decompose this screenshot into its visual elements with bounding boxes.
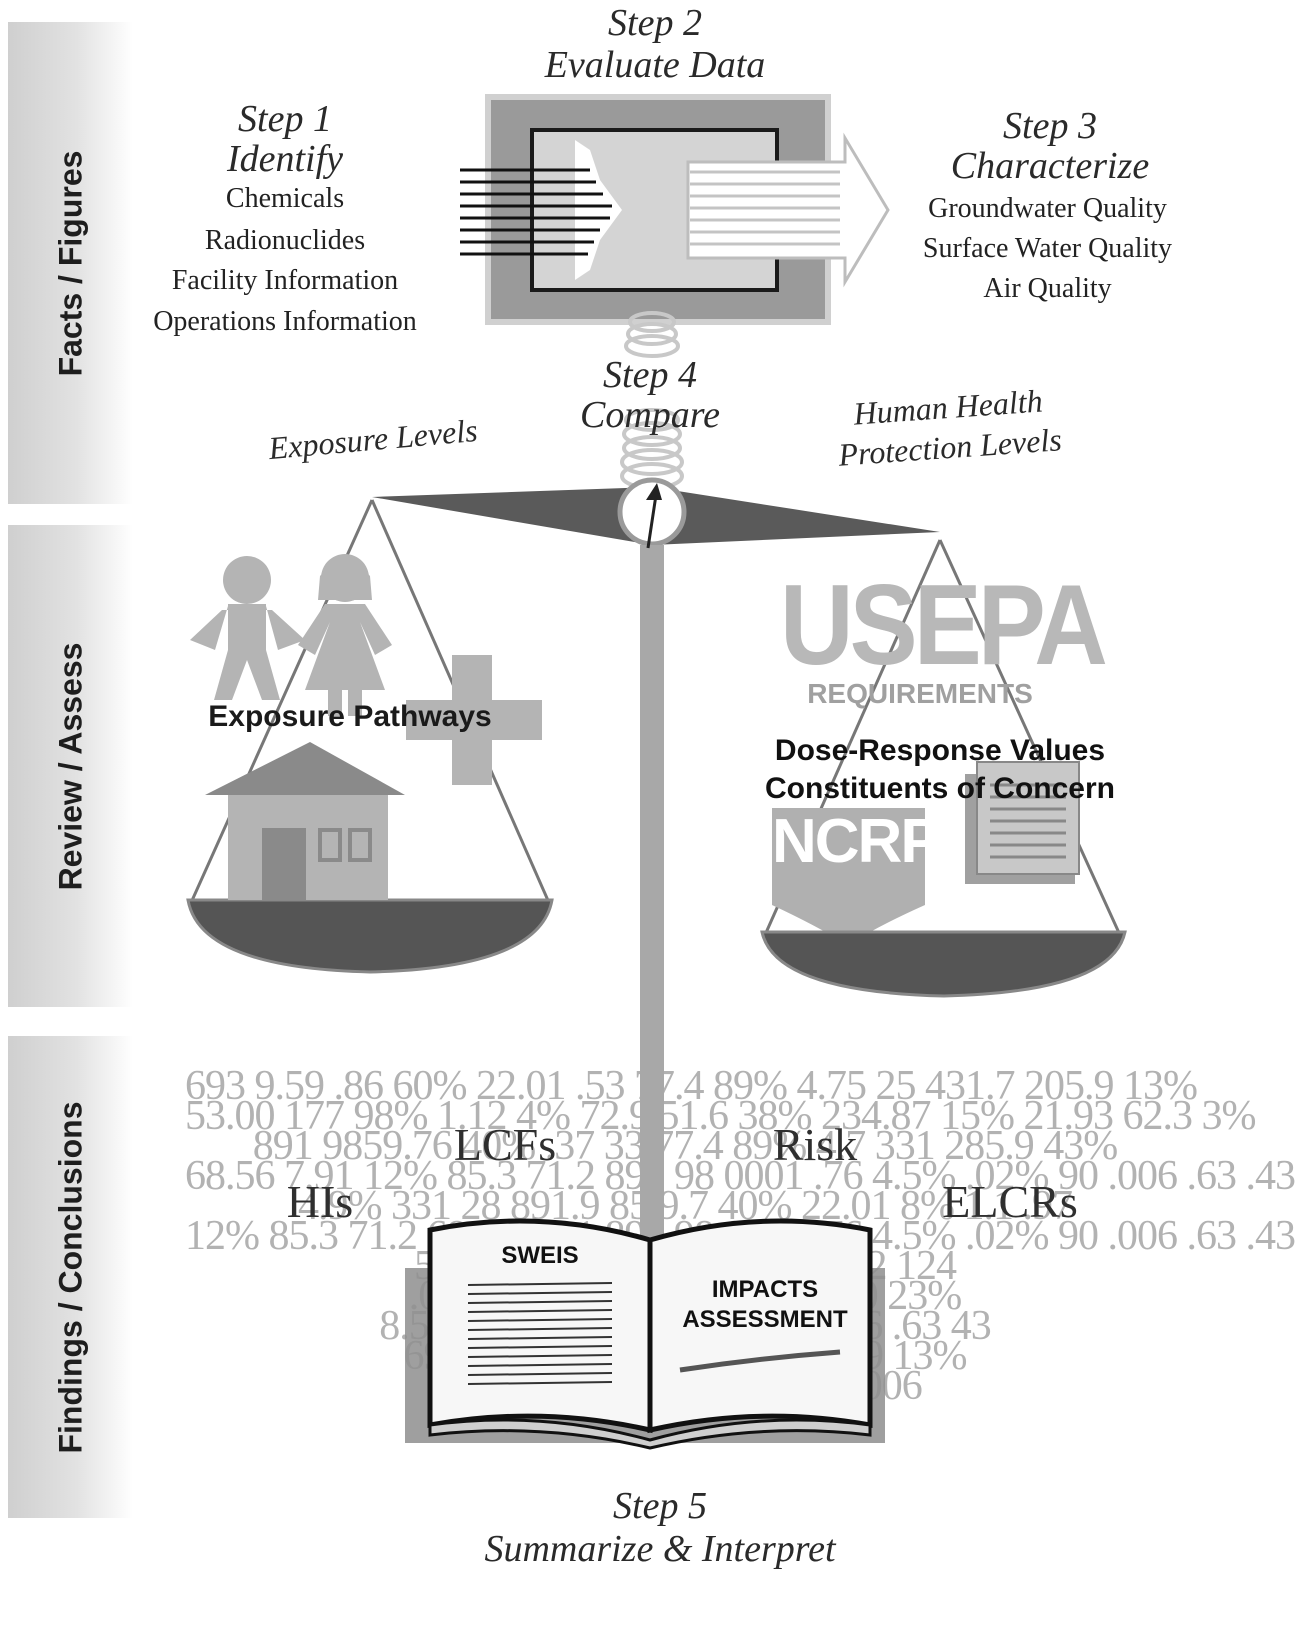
exposure-pathways-label: Exposure Pathways <box>208 700 492 733</box>
book-right-title-line2: ASSESSMENT <box>682 1306 848 1333</box>
book-right-title-line1: IMPACTS <box>711 1276 819 1303</box>
band-review-assess: Review / Assess <box>8 525 133 1007</box>
elcrs-label: ELCRs <box>942 1176 1078 1227</box>
step1-subtitle: Identify <box>226 138 344 180</box>
number-row: 53.00 177 98% 1.12 4% 72.9 51.6 38% 234.… <box>185 1093 1256 1139</box>
number-row: 693 9.59 .86 60% 22.01 .53 77.4 89% 4.75… <box>185 1063 1198 1109</box>
number-row: 68.56 7.91 12% 85.3 71.2 891 98 0001 .76… <box>185 1153 1295 1199</box>
step5-title: Step 5 <box>613 1485 707 1527</box>
house-icon <box>205 742 405 900</box>
diagram-graphics <box>186 94 1127 1450</box>
step1-title: Step 1 <box>238 98 332 140</box>
pointer-needle <box>646 494 658 549</box>
step3-item: Air Quality <box>983 273 1112 304</box>
children-figures <box>190 554 392 716</box>
step1-item: Chemicals <box>225 183 345 214</box>
coil-connector <box>620 311 684 490</box>
usepa-logo: USEPA <box>780 561 1108 689</box>
number-row: 4.9% 331 28 891.9 85 9.7 40% 22.01 8% 1.… <box>298 1183 1073 1229</box>
step1-item: Operations Information <box>153 306 417 337</box>
step3-item: Groundwater Quality <box>928 193 1167 224</box>
book-left-title: SWEIS <box>501 1242 579 1269</box>
usepa-requirements: REQUIREMENTS <box>807 678 1033 709</box>
left-pan <box>186 898 554 974</box>
risk-label: Risk <box>772 1119 858 1170</box>
step3-subtitle: Characterize <box>950 145 1150 187</box>
pointer-head <box>646 483 662 500</box>
dose-response-label: Dose-Response Values <box>774 734 1106 767</box>
scale-pole <box>640 545 664 1285</box>
ncrp-label: NCRP <box>772 807 942 876</box>
ncrp-shield-icon <box>772 808 925 945</box>
health-cross-icon <box>406 655 542 785</box>
book-icon <box>405 1218 885 1450</box>
step4-title: Step 4 <box>603 354 697 396</box>
constituents-label: Constituents of Concern <box>765 772 1115 805</box>
step1-item: Radionuclides <box>204 225 366 256</box>
evaluate-data-box <box>460 94 890 325</box>
step4-subtitle: Compare <box>579 394 721 436</box>
right-pan <box>760 930 1127 998</box>
his-label: HIs <box>286 1176 354 1227</box>
band-facts-figures: Facts / Figures <box>8 22 133 504</box>
band-findings-conclusions: Findings / Conclusions <box>8 1036 133 1518</box>
step2-subtitle: Evaluate Data <box>544 44 766 86</box>
lcfs-label: LCFs <box>453 1119 557 1170</box>
step1-item: Facility Information <box>171 265 399 296</box>
step5-subtitle: Summarize & Interpret <box>484 1528 836 1570</box>
document-icon <box>965 761 1080 884</box>
step3-title: Step 3 <box>1003 105 1097 147</box>
step3-item: Surface Water Quality <box>922 233 1173 264</box>
number-row: 891 9859.76 40% .37 33 77.4 89% 4.7 331 … <box>252 1123 1118 1169</box>
step2-title: Step 2 <box>608 2 702 44</box>
